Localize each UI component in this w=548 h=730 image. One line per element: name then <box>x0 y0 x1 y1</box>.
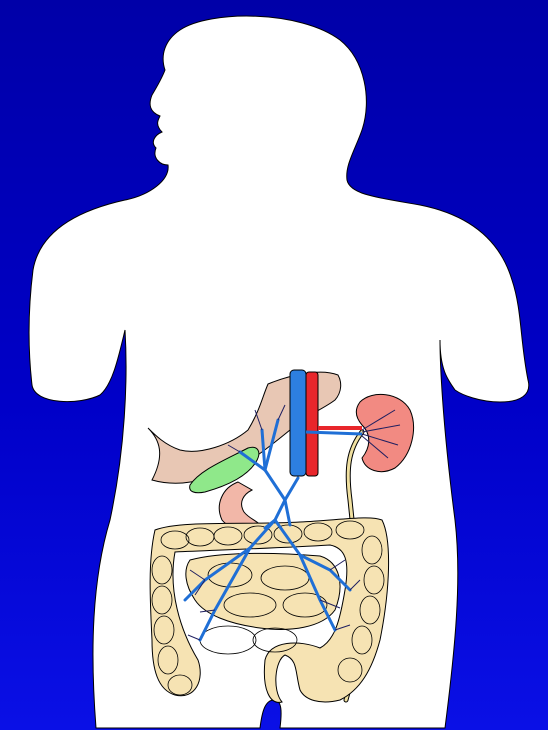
vena-cava <box>290 370 306 476</box>
aorta <box>306 372 318 476</box>
